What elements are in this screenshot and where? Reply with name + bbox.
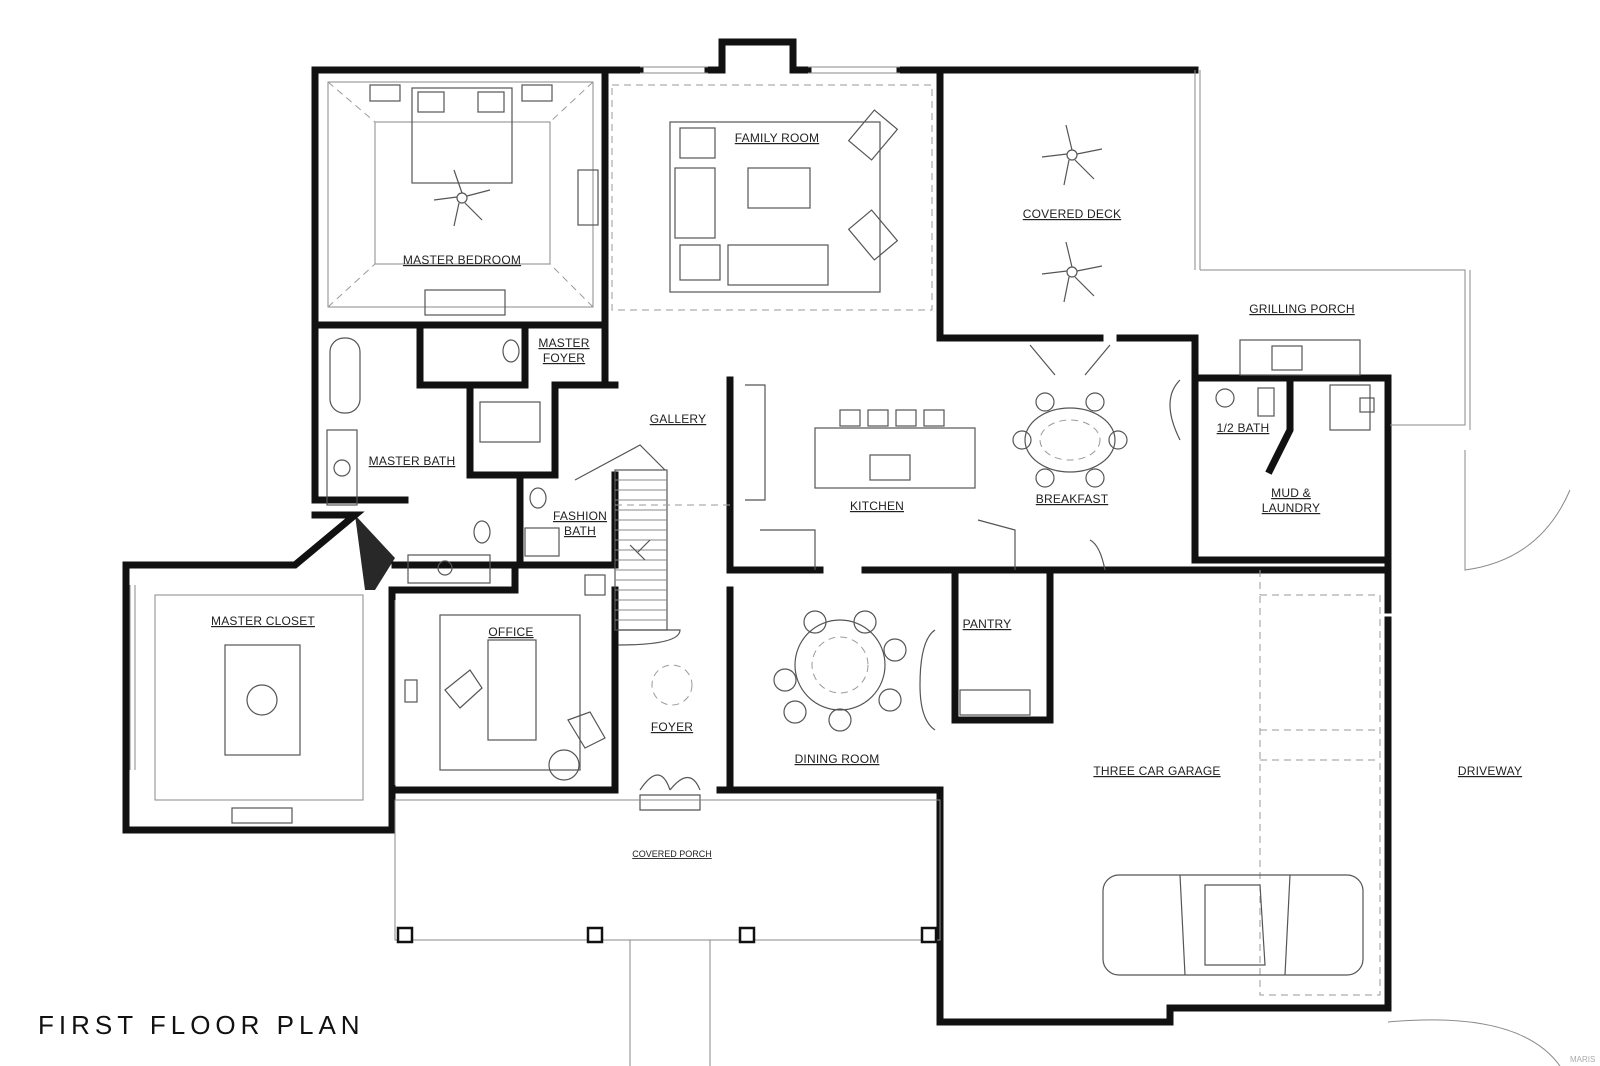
label-half-bath: 1/2 BATH bbox=[1217, 421, 1270, 435]
label-three-car-garage: THREE CAR GARAGE bbox=[1093, 764, 1220, 778]
label-master-foyer-2: FOYER bbox=[543, 351, 585, 365]
watermark: MARIS bbox=[1570, 1055, 1595, 1064]
label-dining-room: DINING ROOM bbox=[795, 752, 880, 766]
room-labels: MASTER BEDROOM FAMILY ROOM COVERED DECK … bbox=[211, 131, 1522, 859]
label-master-bedroom: MASTER BEDROOM bbox=[403, 253, 521, 267]
label-breakfast: BREAKFAST bbox=[1036, 492, 1109, 506]
plan-title: FIRST FLOOR PLAN bbox=[38, 1010, 365, 1040]
label-fashion-bath-2: BATH bbox=[564, 524, 596, 538]
ceiling-fan-icon bbox=[1041, 124, 1103, 186]
label-pantry: PANTRY bbox=[963, 617, 1012, 631]
label-covered-porch: COVERED PORCH bbox=[632, 849, 712, 859]
staircase bbox=[574, 444, 681, 646]
ceiling-fan-icon bbox=[1041, 241, 1103, 303]
stools bbox=[839, 409, 945, 427]
label-master-closet: MASTER CLOSET bbox=[211, 614, 315, 628]
label-driveway: DRIVEWAY bbox=[1458, 764, 1522, 778]
detail-lines bbox=[129, 66, 1571, 1066]
label-master-foyer: MASTER bbox=[538, 336, 589, 350]
interior-walls bbox=[311, 321, 1392, 794]
label-covered-deck: COVERED DECK bbox=[1023, 207, 1121, 221]
label-gallery: GALLERY bbox=[650, 412, 707, 426]
label-kitchen: KITCHEN bbox=[850, 499, 904, 513]
label-family-room: FAMILY ROOM bbox=[735, 131, 819, 145]
label-grilling-porch: GRILLING PORCH bbox=[1249, 302, 1355, 316]
label-office: OFFICE bbox=[488, 625, 533, 639]
car-icon bbox=[1102, 874, 1364, 976]
label-mud-laundry-2: LAUNDRY bbox=[1262, 501, 1321, 515]
label-fashion-bath: FASHION bbox=[553, 509, 607, 523]
label-mud-laundry: MUD & bbox=[1271, 486, 1311, 500]
ceiling-fan-icon bbox=[433, 169, 491, 227]
label-master-bath: MASTER BATH bbox=[369, 454, 456, 468]
label-foyer: FOYER bbox=[651, 720, 693, 734]
